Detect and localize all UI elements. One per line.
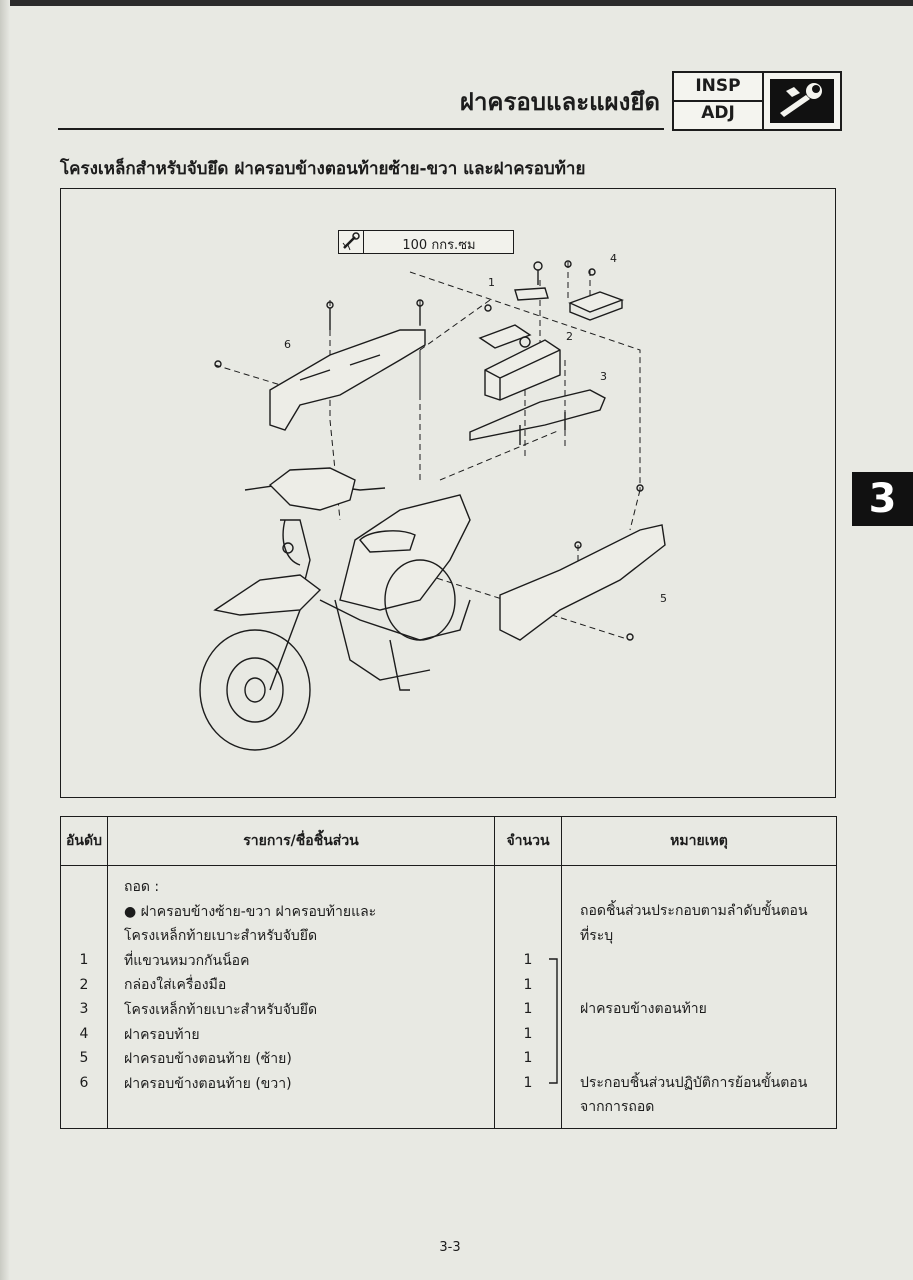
chapter-tab: 3 — [852, 472, 913, 526]
col-qty-cell: 1 1 1 1 1 1 — [494, 865, 562, 1129]
header-no: อันดับ — [60, 816, 108, 866]
row-qty: 1 — [523, 952, 533, 968]
col-no-cell: 1 2 3 4 5 6 — [60, 865, 108, 1129]
group-bracket — [549, 958, 558, 1084]
tag-divider — [674, 100, 762, 102]
row-no: 5 — [79, 1050, 89, 1067]
intro-line: โครงเหล็กท้ายเบาะสำหรับจับยึด — [124, 928, 318, 945]
row-item: กล่องใส่เครื่องมือ — [124, 977, 227, 994]
table-body-row: 1 2 3 4 5 6 ถอด : ● ฝาครอบข้างซ้าย-ขวา ฝ… — [60, 865, 837, 1129]
header-qty: จำนวน — [494, 816, 562, 866]
header-item: รายการ/ชื่อชิ้นส่วน — [107, 816, 495, 866]
page-left-edge — [0, 0, 10, 1280]
row-no: 2 — [79, 976, 89, 993]
remark-intro-1: ถอดชิ้นส่วนประกอบตามลำดับขั้นตอน — [580, 903, 808, 919]
remark-mid: ฝาครอบข้างตอนท้าย — [580, 1001, 707, 1018]
col-remarks-cell: ถอดชิ้นส่วนประกอบตามลำดับขั้นตอน ที่ระบุ… — [561, 865, 837, 1129]
row-no: 6 — [79, 1074, 89, 1091]
row-item: ฝาครอบข้างตอนท้าย (ขวา) — [124, 1075, 292, 1092]
row-no: 4 — [79, 1025, 89, 1042]
remark-spacer — [580, 1022, 836, 1071]
page-top-edge — [0, 0, 913, 6]
row-item: ฝาครอบข้างตอนท้าย (ซ้าย) — [124, 1051, 292, 1068]
table-header-row: อันดับ รายการ/ชื่อชิ้นส่วน จำนวน หมายเหต… — [60, 816, 837, 866]
col-item-cell: ถอด : ● ฝาครอบข้างซ้าย-ขวา ฝาครอบท้ายและ… — [107, 865, 495, 1129]
exploded-diagram-frame — [60, 188, 836, 798]
row-qty: 1 — [523, 1025, 533, 1042]
remark-end-2: จากการถอด — [580, 1099, 655, 1116]
row-item: ฝาครอบท้าย — [124, 1026, 200, 1043]
remark-spacer — [580, 948, 836, 997]
torque-value: 100 กกร.ซม — [402, 238, 476, 253]
row-no: 3 — [79, 1001, 89, 1018]
intro-line: ถอด : — [124, 879, 160, 895]
page-number: 3-3 — [439, 1240, 461, 1255]
wrench-tool-icon — [762, 71, 842, 131]
part-label-4: 4 — [610, 252, 617, 265]
torque-spec-box: 100 กกร.ซม — [338, 230, 514, 254]
header-remarks: หมายเหตุ — [561, 816, 837, 866]
part-label-6: 6 — [284, 338, 291, 351]
row-qty: 1 — [523, 1050, 533, 1067]
row-item: โครงเหล็กท้ายเบาะสำหรับจับยึด — [124, 1001, 318, 1018]
part-label-3: 3 — [600, 370, 607, 383]
row-qty: 1 — [523, 1074, 533, 1091]
part-label-2: 2 — [566, 330, 573, 343]
row-item: ที่แขวนหมวกกันน็อค — [124, 952, 250, 969]
parts-table: อันดับ รายการ/ชื่อชิ้นส่วน จำนวน หมายเหต… — [60, 816, 837, 1129]
part-label-5: 5 — [660, 592, 667, 605]
header-rule — [58, 128, 664, 130]
torque-wrench-icon — [339, 231, 364, 253]
section-subtitle: โครงเหล็กสำหรับจับยึด ฝาครอบข้างตอนท้ายซ… — [60, 159, 586, 179]
intro-line: ● ฝาครอบข้างซ้าย-ขวา ฝาครอบท้ายและ — [124, 903, 377, 920]
section-tag: INSP ADJ — [672, 71, 764, 131]
tag-insp: INSP — [695, 76, 741, 96]
tag-adj: ADJ — [701, 103, 735, 123]
page-title: ฝาครอบและแผงยึด — [459, 88, 660, 116]
part-label-1: 1 — [488, 276, 495, 289]
remark-intro-2: ที่ระบุ — [580, 927, 614, 944]
remark-end-1: ประกอบชิ้นส่วนปฏิบัติการย้อนขั้นตอน — [580, 1074, 808, 1091]
row-qty: 1 — [523, 976, 533, 993]
row-qty: 1 — [523, 1001, 533, 1018]
row-no: 1 — [79, 952, 89, 968]
